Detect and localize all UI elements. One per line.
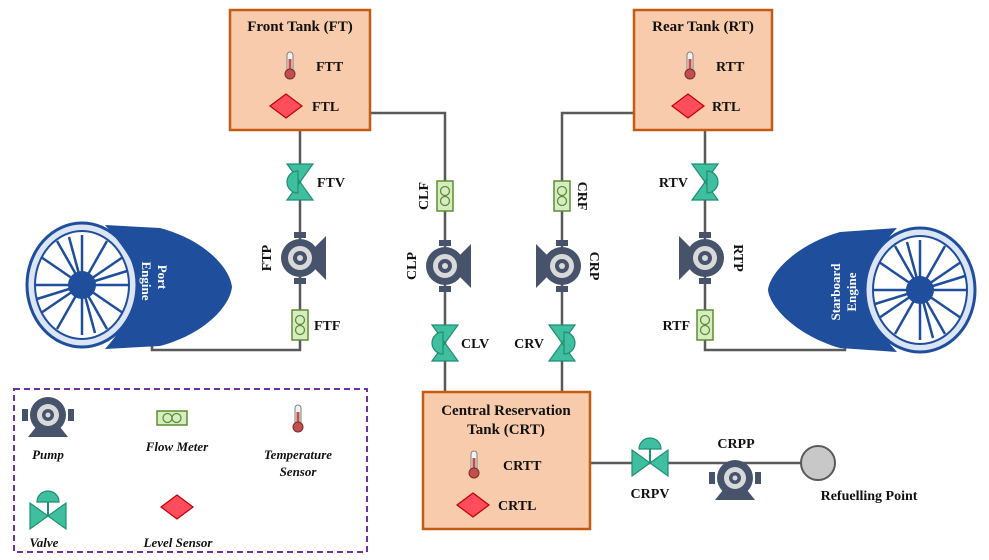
rtf-label: RTF bbox=[662, 319, 690, 334]
crf-flow-meter-icon bbox=[553, 180, 571, 212]
crtl-label: CRTL bbox=[498, 499, 536, 514]
crf-label: CRF bbox=[574, 182, 589, 211]
crpp-pump-icon bbox=[709, 460, 761, 500]
legend-temperature-sensor-icon bbox=[292, 404, 304, 433]
rtv-valve-icon bbox=[691, 163, 719, 201]
rtt-thermometer-icon bbox=[684, 51, 696, 80]
ftp-label: FTP bbox=[260, 244, 275, 271]
clv-label: CLV bbox=[461, 337, 489, 352]
rtl-label: RTL bbox=[712, 100, 740, 115]
legend-level-sensor-label: Level Sensor bbox=[143, 535, 214, 550]
ftt-thermometer-icon bbox=[284, 51, 296, 80]
port-engine-label-line2: Engine bbox=[139, 261, 154, 300]
clf-label: CLF bbox=[417, 182, 432, 210]
rtp-pump-icon bbox=[679, 232, 724, 284]
crp-pump-icon bbox=[536, 240, 581, 292]
central-tank-title-line2: Tank (CRT) bbox=[467, 422, 545, 438]
legend-pump-icon bbox=[22, 397, 74, 437]
refuelling-point-label: Refuelling Point bbox=[821, 489, 918, 504]
front-tank: Front Tank (FT) FTT FTL bbox=[228, 8, 372, 132]
crp-label: CRP bbox=[586, 252, 601, 281]
crtt-label: CRTT bbox=[503, 459, 542, 474]
crv-valve-icon bbox=[548, 324, 576, 362]
legend-temperature-label-line2: Sensor bbox=[280, 464, 318, 479]
legend-temperature-label-line1: Temperature bbox=[264, 447, 332, 462]
ftv-label: FTV bbox=[317, 176, 345, 191]
starboard-engine: Starboard Engine bbox=[768, 226, 977, 354]
crv-label: CRV bbox=[514, 337, 544, 352]
rear-tank-title: Rear Tank (RT) bbox=[652, 19, 754, 35]
central-tank-title-line1: Central Reservation bbox=[441, 403, 571, 419]
clp-label: CLP bbox=[405, 252, 420, 280]
front-tank-title: Front Tank (FT) bbox=[247, 19, 353, 35]
legend-flow-meter-icon bbox=[156, 410, 188, 426]
ftv-valve-icon bbox=[286, 163, 314, 201]
ftt-label: FTT bbox=[316, 60, 344, 75]
crpv-valve-icon bbox=[631, 437, 669, 477]
central-tank: Central Reservation Tank (CRT) CRTT CRTL bbox=[421, 390, 592, 531]
ftf-flow-meter-icon bbox=[291, 309, 309, 341]
port-engine: Port Engine bbox=[25, 221, 232, 349]
legend-pump-label: Pump bbox=[32, 447, 64, 462]
starboard-engine-label-line2: Engine bbox=[844, 272, 859, 311]
crpv-label: CRPV bbox=[631, 487, 670, 502]
crpp-label: CRPP bbox=[717, 437, 755, 452]
rtp-label: RTP bbox=[730, 244, 745, 272]
clp-pump-icon bbox=[426, 240, 471, 292]
legend-valve-icon bbox=[29, 490, 67, 530]
ftp-pump-icon bbox=[281, 232, 326, 284]
clv-valve-icon bbox=[431, 324, 459, 362]
port-engine-label-line1: Port bbox=[155, 265, 170, 290]
ftl-label: FTL bbox=[312, 100, 339, 115]
ftf-label: FTF bbox=[314, 319, 340, 334]
rtv-label: RTV bbox=[659, 176, 688, 191]
rtt-label: RTT bbox=[716, 60, 745, 75]
rear-tank: Rear Tank (RT) RTT RTL bbox=[632, 8, 774, 132]
legend-level-sensor-icon bbox=[160, 494, 194, 520]
clf-flow-meter-icon bbox=[436, 180, 454, 212]
legend-flow-meter-label: Flow Meter bbox=[145, 439, 209, 454]
legend-valve-label: Valve bbox=[30, 535, 59, 550]
rtf-flow-meter-icon bbox=[696, 309, 714, 341]
refuelling-point-icon bbox=[800, 445, 836, 481]
starboard-engine-label-line1: Starboard bbox=[828, 263, 843, 321]
legend: Pump Flow Meter Temperature Sensor Valve… bbox=[13, 388, 368, 553]
crtt-thermometer-icon bbox=[468, 450, 480, 479]
